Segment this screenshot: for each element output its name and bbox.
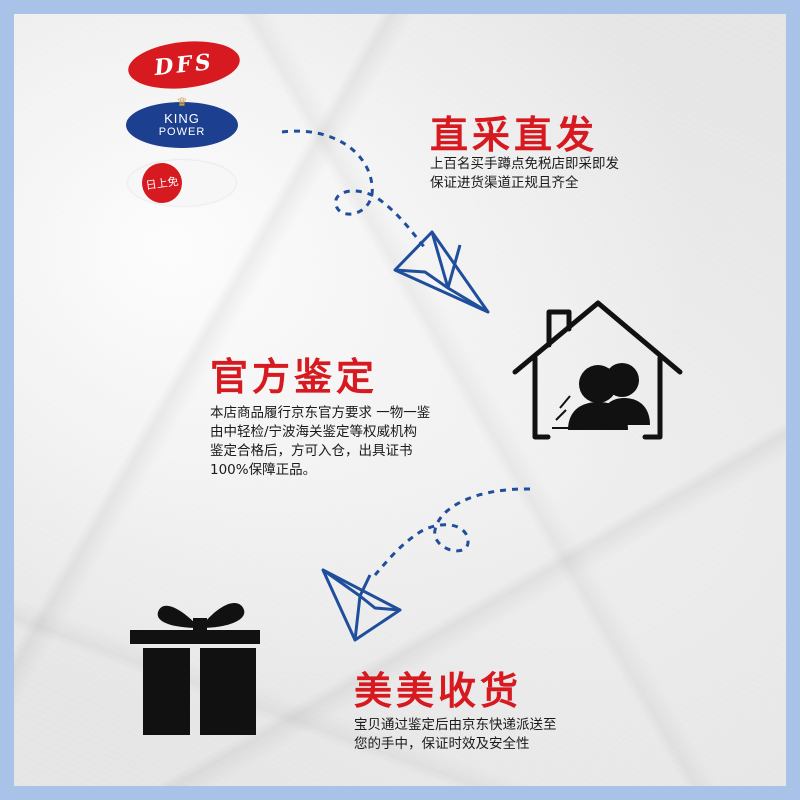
house-roof <box>512 300 683 375</box>
dashed-flight-path-2 <box>373 487 531 576</box>
house-chimney <box>546 309 572 348</box>
house-right-wall <box>642 355 663 440</box>
kingpower-logo: ♛ KING POWER <box>126 96 238 148</box>
section-3-line-2: 您的手中，保证时效及安全性 <box>354 736 530 752</box>
section-2-line-1: 本店商品履行京东官方要求 一物一鉴 <box>210 405 431 421</box>
section-3-title: 美美收货 <box>354 669 523 713</box>
section-2-title: 官方鉴定 <box>210 355 379 399</box>
gear-icon <box>572 414 584 426</box>
expert-1-head <box>579 365 617 403</box>
paper-plane-icon <box>393 230 490 314</box>
paper-plane-1-keel <box>394 268 449 290</box>
paper-plane-icon <box>321 568 402 642</box>
kingpower-logo-line2: POWER <box>158 126 206 138</box>
section-2-line-3: 鉴定合格后，方可入仓，出具证书 <box>210 443 413 459</box>
paper-plane-2-keel <box>359 594 401 612</box>
section-2-line-4: 100%保障正品。 <box>210 462 317 478</box>
sunrise-duty-free-logo: 日上免 <box>128 160 236 206</box>
microscope-arm <box>555 409 567 421</box>
gift-box-body <box>143 648 256 735</box>
section-3-line-1: 宝贝通过鉴定后由京东快递派送至 <box>354 717 557 733</box>
section-1-line-1: 上百名买手蹲点免税店即采即发 <box>430 156 619 172</box>
experts-silhouette <box>568 363 650 430</box>
section-1-title: 直采直发 <box>430 113 599 157</box>
gear-shape <box>572 414 584 426</box>
paper-plane-2-crease <box>358 574 372 597</box>
kingpower-logo-line1: KING <box>164 111 200 126</box>
microscope-icon <box>552 395 572 429</box>
paper-plane-1-body <box>393 230 490 314</box>
gift-bow-right <box>200 603 245 628</box>
section-2-body: 本店商品履行京东官方要求 一物一鉴 由中轻检/宁波海关鉴定等权威机构 鉴定合格后… <box>210 404 510 480</box>
section-3-body: 宝贝通过鉴定后由京东快递派送至 您的手中，保证时效及安全性 <box>354 716 684 754</box>
house-left-wall <box>532 355 551 440</box>
paper-plane-2-body <box>321 568 402 642</box>
gift-box-icon <box>130 603 260 735</box>
section-1-line-2: 保证进货渠道正规且齐全 <box>430 175 579 191</box>
crumpled-paper-background <box>14 14 786 786</box>
dashed-flight-path-1 <box>281 129 427 249</box>
gift-box-lid <box>130 630 260 644</box>
house-experts-icon <box>512 300 683 440</box>
paper-plane-1-crease <box>446 244 462 289</box>
gift-bow-knot <box>193 618 207 632</box>
section-2-line-2: 由中轻检/宁波海关鉴定等权威机构 <box>210 424 418 440</box>
gift-bow-left <box>157 605 200 628</box>
crown-icon: ♛ <box>176 95 188 109</box>
section-1-body: 上百名买手蹲点免税店即采即发 保证进货渠道正规且齐全 <box>430 155 720 193</box>
microscope-tube <box>559 395 571 409</box>
